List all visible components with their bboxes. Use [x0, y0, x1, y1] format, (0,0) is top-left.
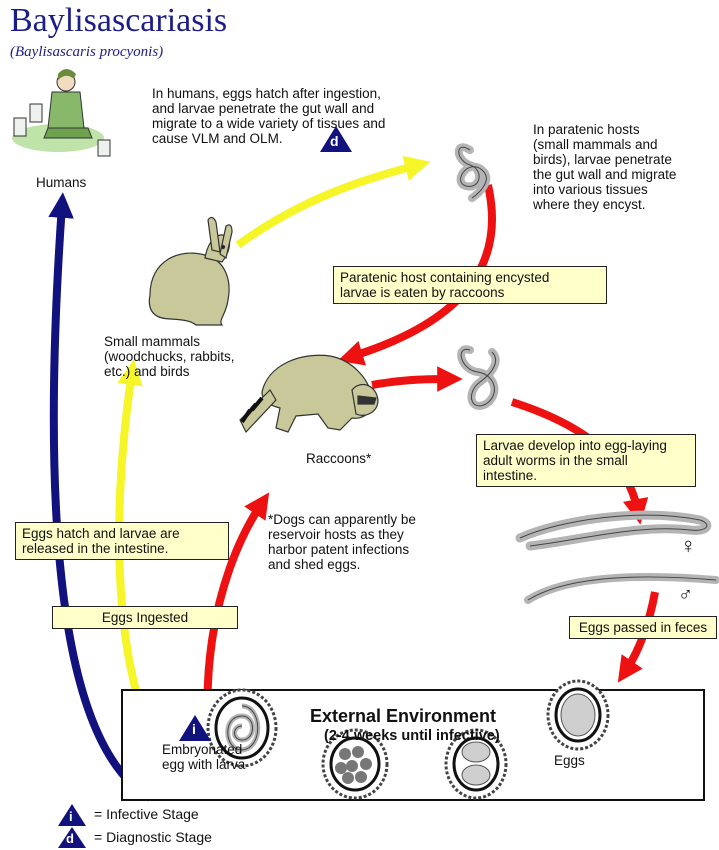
arrow-to-paratenic: [238, 165, 418, 245]
external-environment-title: External Environment: [310, 706, 496, 727]
human-figure-icon: [12, 69, 110, 156]
eggs-hatch-box: Eggs hatch and larvae are released in th…: [15, 522, 229, 560]
female-symbol: ♀: [680, 538, 697, 553]
intestinal-larva-icon: [461, 349, 495, 406]
dogs-note: *Dogs can apparently be reservoir hosts …: [268, 512, 468, 572]
eggs-ingested-box: Eggs Ingested: [52, 606, 238, 629]
egg-unembryonated-icon: [548, 681, 608, 749]
external-environment-subtitle: (2-4 weeks until infective): [324, 728, 500, 744]
embryonated-egg-label: Embryonated egg with larva: [162, 742, 245, 772]
infective-marker-letter: i: [192, 722, 196, 737]
eggs-passed-box: Eggs passed in feces: [569, 616, 717, 639]
small-mammals-label: Small mammals (woodchucks, rabbits, etc.…: [104, 334, 274, 379]
paratenic-larva-icon: [459, 147, 487, 198]
paratenic-description: In paratenic hosts (small mammals and bi…: [533, 122, 713, 212]
male-symbol: ♂: [678, 588, 693, 603]
humans-label: Humans: [36, 175, 86, 190]
humans-description: In humans, eggs hatch after ingestion, a…: [152, 86, 452, 146]
larvae-develop-box: Larvae develop into egg-laying adult wor…: [476, 434, 696, 487]
legend-diagnostic-letter: d: [66, 831, 74, 846]
paratenic-eaten-box: Paratenic host containing encysted larva…: [333, 266, 607, 304]
eggs-label: Eggs: [554, 753, 585, 768]
rabbit-icon: [149, 217, 232, 325]
arrow-raccoon-to-larva: [372, 379, 450, 385]
raccoons-label: Raccoons*: [306, 451, 371, 466]
legend-diagnostic-label: = Diagnostic Stage: [94, 829, 212, 845]
legend-infective-label: = Infective Stage: [94, 806, 199, 822]
legend-infective-letter: i: [69, 809, 73, 824]
